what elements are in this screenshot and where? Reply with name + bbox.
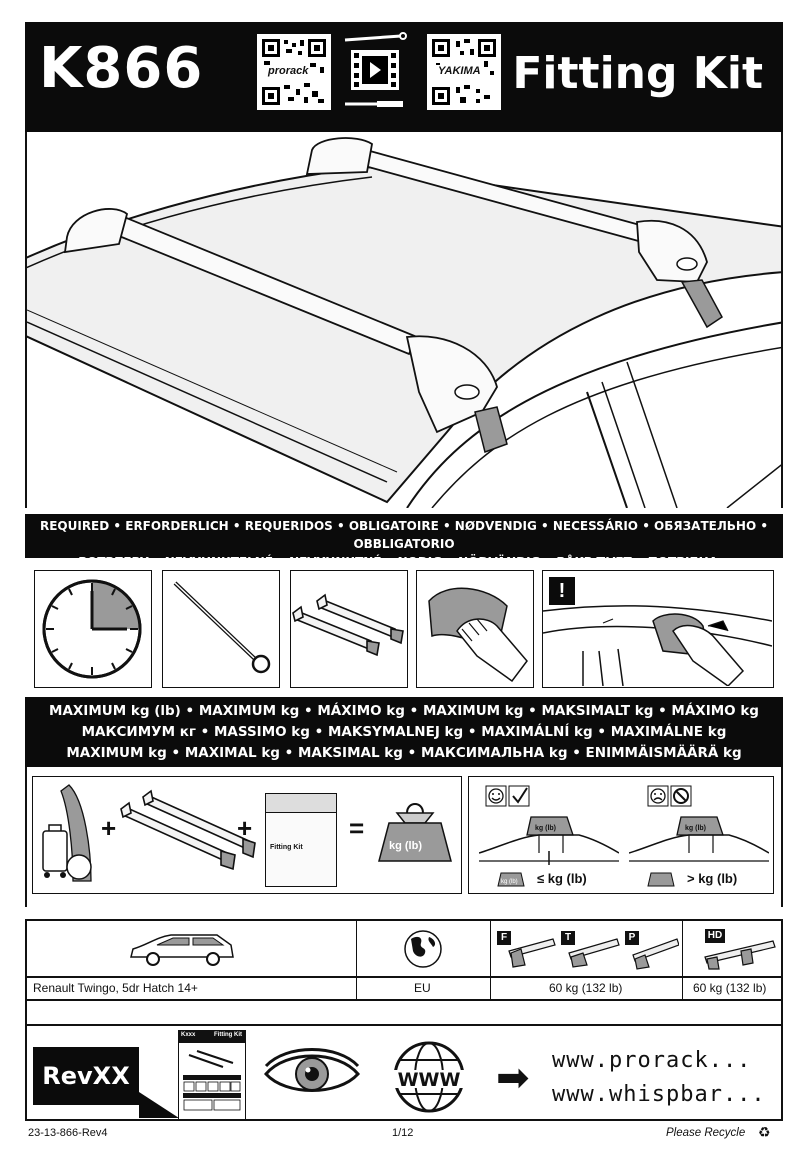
roof-rack-illustration: [25, 132, 783, 508]
header-bar: K866 prorack YAKIMA Fitting Kit: [25, 22, 783, 132]
tile-bars: [290, 570, 408, 688]
smiley-ok-icon: [485, 785, 530, 807]
tile-clean-roof: !: [542, 570, 774, 688]
hd-label: HD: [705, 929, 725, 943]
region-value: EU: [414, 981, 431, 995]
maximum-line-1: MAXIMUM kg (lb) • MAXIMUM kg • MÁXIMO kg…: [49, 703, 759, 719]
fitting-kit-box: Fitting Kit: [265, 793, 337, 887]
cleaning-cloth-icon: [428, 587, 528, 683]
smiley-bad-icon: [647, 785, 692, 807]
bar-type-p-label: P: [625, 931, 639, 945]
car-load-ok-icon: [479, 816, 619, 865]
vehicle-cell: Renault Twingo, 5dr Hatch 14+: [27, 977, 357, 999]
qr-label-prorack: prorack: [266, 65, 311, 77]
maximum-line-3: MAXIMUM kg • MAXIMAL kg • MAKSIMAL kg • …: [66, 745, 742, 761]
load-frame: [25, 767, 783, 907]
bar-types-cell: F T P: [491, 921, 683, 976]
tile-tool: [162, 570, 280, 688]
document-thumbnail: Kxxx Fitting Kit: [178, 1030, 246, 1120]
fit-table: F T P HD Renault Twingo, 5dr Hatch 14+ E…: [25, 919, 783, 1001]
thumb-title: Fitting Kit: [214, 1032, 242, 1038]
globe-icon: [404, 930, 442, 968]
video-film-icon: [341, 32, 409, 112]
web-globe-icon: [388, 1041, 470, 1113]
equals-sign: =: [349, 813, 365, 843]
bar-type-t-label: T: [561, 931, 575, 945]
plus-sign-1: +: [101, 813, 117, 843]
luggage-icon: [42, 784, 92, 882]
required-line-1: REQUIRED • ERFORDERLICH • REQUERIDOS • O…: [39, 519, 769, 551]
hex-key-tool-icon: [173, 581, 271, 674]
page-number: 1/12: [392, 1127, 414, 1139]
tile-clock: [34, 570, 152, 688]
region-cell: EU: [357, 977, 491, 999]
load-hd-value: 60 kg (132 lb): [693, 981, 767, 995]
bar-type-f-label: F: [497, 931, 511, 945]
hd-bar-icon: [704, 940, 776, 970]
car-icon: [130, 934, 234, 966]
required-band: REQUIRED • ERFORDERLICH • REQUERIDOS • O…: [25, 514, 783, 587]
recycle-label: Please Recycle: [666, 1127, 746, 1139]
car-load-bad-icon: [629, 816, 769, 862]
qr-code-prorack[interactable]: prorack: [257, 34, 331, 110]
tile-cleaning: [416, 570, 534, 688]
model-number: K866: [39, 36, 204, 101]
bad-weight-label: kg (lb): [685, 825, 706, 832]
document-title: Fitting Kit: [512, 48, 763, 99]
load-ftp-value: 60 kg (132 lb): [549, 981, 623, 995]
ok-rule-label: ≤ kg (lb): [537, 871, 587, 886]
footer-divider: [25, 1024, 783, 1026]
load-hd-cell: 60 kg (132 lb): [683, 977, 781, 999]
small-weight-label: kg (lb): [501, 879, 518, 885]
revision-badge: RevXX: [33, 1047, 139, 1105]
www-label: WWW: [397, 1069, 461, 1091]
weight-label: kg (lb): [389, 840, 422, 852]
load-equation-panel: + + Fitting Kit = kg (lb): [32, 776, 462, 894]
recycle-icon: ♻: [758, 1124, 771, 1140]
document-id: 23-13-866-Rev4: [28, 1127, 108, 1139]
ok-weight-label: kg (lb): [535, 825, 556, 832]
small-weight-icon-2: [647, 872, 675, 887]
arrow-right-icon: ➡: [496, 1056, 530, 1100]
eye-icon: [264, 1048, 360, 1092]
revision-badge-tail: [139, 1092, 179, 1118]
bar-types-icon: [508, 938, 679, 970]
bad-rule-label: > kg (lb): [687, 871, 738, 886]
load-ftp-cell: 60 kg (132 lb): [491, 977, 683, 999]
plus-sign-2: +: [237, 813, 253, 843]
hd-bar-cell: HD: [683, 921, 781, 976]
qr-code-yakima[interactable]: YAKIMA: [427, 34, 501, 110]
region-icon-cell: [357, 921, 491, 976]
vehicle-icon-cell: [27, 921, 357, 976]
weight-icon: [378, 803, 452, 862]
small-weight-icon: [497, 872, 525, 887]
thumb-model: Kxxx: [181, 1032, 196, 1038]
roof-bars-icon: [120, 789, 256, 871]
footer-frame: [25, 1001, 783, 1121]
clean-roof-icon: [542, 605, 773, 687]
fitting-kit-box-label: Fitting Kit: [270, 844, 303, 851]
qr-label-yakima: YAKIMA: [436, 65, 483, 77]
roof-bars-icon: [292, 593, 404, 657]
maximum-band: MAXIMUM kg (lb) • MAXIMUM kg • MÁXIMO kg…: [25, 697, 783, 767]
url-prorack-link[interactable]: www.prorack...: [552, 1048, 752, 1073]
load-rule-panel: kg (lb) kg (lb) ≤ kg (lb) kg (lb) > kg (…: [468, 776, 774, 894]
clock-icon: [42, 579, 142, 679]
maximum-line-2: МАКСИМУМ кг • MASSIMO kg • MAKSYMALNEJ k…: [81, 724, 727, 740]
vehicle-name: Renault Twingo, 5dr Hatch 14+: [33, 981, 198, 995]
url-whispbar-link[interactable]: www.whispbar...: [552, 1082, 766, 1107]
caution-icon: !: [549, 577, 575, 605]
